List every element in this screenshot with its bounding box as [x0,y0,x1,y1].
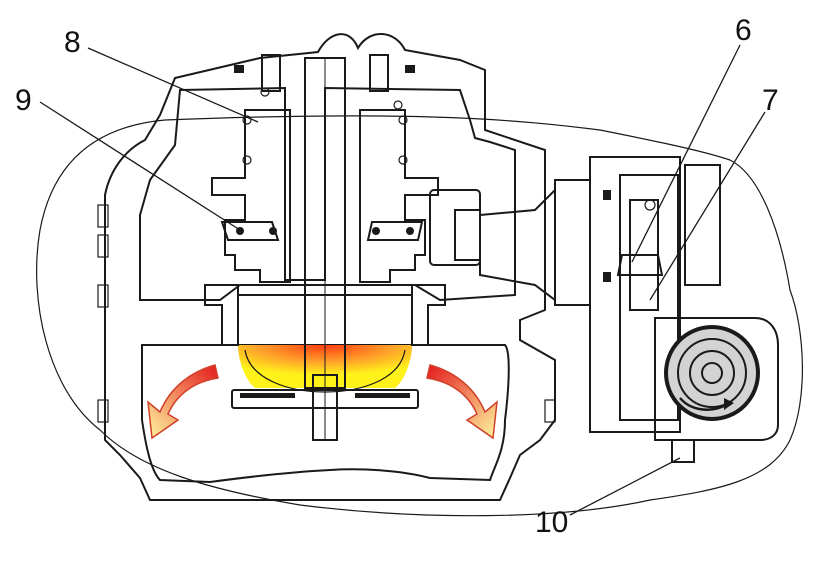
lower-right-flange [411,284,446,346]
leader-line-7 [649,111,766,301]
pump-housing [654,317,779,441]
housing-rib [97,234,109,258]
leader-line-9 [39,101,241,231]
callout-8: 8 [64,26,81,59]
outer-envelope-outline [36,115,803,517]
o-ring [398,115,408,125]
coupling-neck [479,187,556,302]
top-bolt [369,54,389,92]
bracket-arm [684,164,721,286]
housing-rib [97,399,109,423]
coolant-block [619,174,679,421]
housing-rib [97,284,109,308]
o-ring [242,155,252,165]
valve-needle [616,254,664,276]
leader-line-8 [87,47,259,123]
valve-body [589,156,681,433]
left-seal-bead [269,227,277,235]
bottom-disc [231,389,419,409]
side-port-cap [454,209,481,261]
callout-9: 9 [15,84,32,117]
leader-line-6 [631,44,741,263]
bottom-disc-seal-left [240,393,295,398]
o-ring [393,100,403,110]
cool-chamber [141,344,510,484]
rotor-center [701,362,723,384]
valve-port [644,199,656,211]
right-seal-ring [366,221,424,241]
rotor-hub [689,350,735,396]
housing-rib [544,399,556,423]
rotor-arrow-tip [724,398,734,410]
o-ring [398,155,408,165]
left-inner-bushing [211,109,291,283]
side-screw [603,190,611,200]
right-seal-bead [372,227,380,235]
callout-6: 6 [735,14,752,47]
bottom-disc-seal-right [355,393,410,398]
drain-plug [671,439,695,463]
rotor-arrow [679,397,729,411]
main-housing [104,33,556,501]
right-seal-bead [406,227,414,235]
flow-arrow-left [147,364,219,440]
flow-arrow-right [426,364,498,440]
o-ring [242,115,252,125]
leader-line-10 [569,457,681,516]
rotor-coolant-ring [677,338,747,408]
housing-rib [97,204,109,228]
top-bolt [261,54,281,92]
lower-left-flange [204,284,239,346]
rotor-outer-ring [664,325,760,421]
top-seal [405,65,415,73]
coupling-flange [554,179,591,306]
hot-chamber [139,86,516,302]
callout-7: 7 [762,84,779,117]
right-inner-bushing [359,109,439,283]
callout-10: 10 [535,506,568,539]
top-seal [234,65,244,73]
left-seal-ring [220,221,280,241]
side-screw [603,272,611,282]
